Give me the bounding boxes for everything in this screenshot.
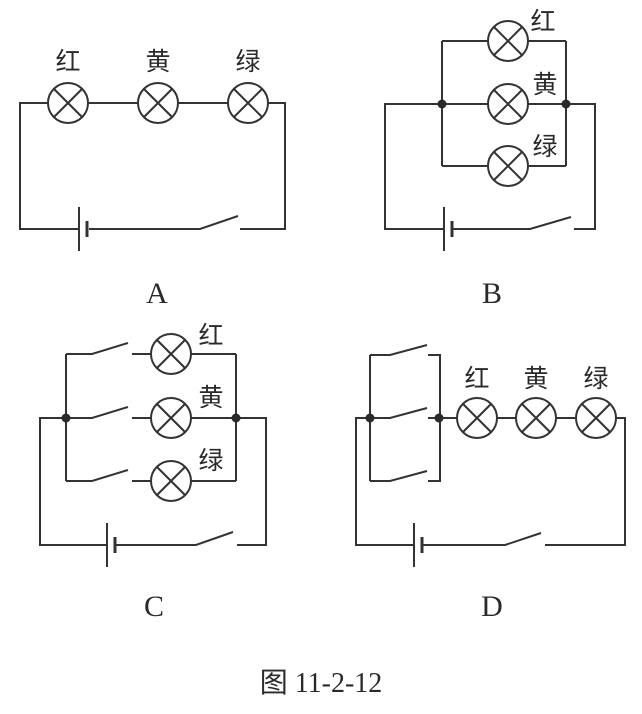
lamp-label-red: 红 — [55, 47, 80, 76]
junction-node — [437, 99, 447, 109]
junction-node — [365, 413, 375, 423]
battery-icon — [78, 207, 89, 251]
battery-icon — [443, 207, 454, 251]
lamp-label-yellow: 黄 — [145, 47, 170, 76]
lamp-yellow: 黄 — [487, 70, 558, 125]
wire — [566, 103, 596, 230]
lamp-label-red: 红 — [464, 364, 489, 393]
panel-c-wires — [39, 342, 267, 546]
junction-node — [561, 99, 571, 109]
junction-node — [434, 413, 444, 423]
lamp-green: 绿 — [487, 132, 558, 187]
panel-label-a: A — [146, 277, 168, 310]
panel-a: 红 黄 绿 A — [19, 47, 286, 310]
wire — [384, 103, 444, 230]
wire — [39, 417, 107, 546]
wire — [545, 417, 626, 546]
lamp-yellow: 黄 — [515, 364, 557, 439]
lamp-red: 红 — [487, 7, 556, 62]
panel-b-wires — [384, 40, 596, 230]
lamp-green: 绿 — [150, 446, 224, 502]
panel-label-c: C — [144, 590, 164, 623]
panel-c: 红 黄 绿 C — [39, 321, 267, 623]
panel-b: 红 黄 绿 B — [384, 7, 596, 310]
wire — [355, 417, 414, 546]
panel-d-wires — [355, 344, 626, 546]
figure-caption: 图 11-2-12 — [260, 668, 383, 699]
panel-a-wires — [19, 102, 286, 230]
junction-node — [231, 413, 241, 423]
lamp-red: 红 — [150, 321, 224, 375]
lamp-label-green: 绿 — [235, 47, 260, 76]
lamp-red: 红 — [47, 47, 89, 124]
lamp-label-green: 绿 — [198, 446, 223, 475]
lamp-yellow: 黄 — [150, 383, 224, 439]
lamp-label-yellow: 黄 — [198, 383, 223, 412]
lamp-yellow: 黄 — [137, 47, 179, 124]
wire — [236, 417, 267, 546]
lamp-label-green: 绿 — [583, 364, 608, 393]
panel-label-b: B — [482, 277, 502, 310]
battery-icon — [106, 523, 117, 567]
lamp-label-red: 红 — [198, 321, 223, 350]
panel-d: 红 黄 绿 D — [355, 344, 626, 623]
lamp-label-yellow: 黄 — [523, 364, 548, 393]
battery-icon — [413, 523, 424, 567]
junction-node — [61, 413, 71, 423]
wire — [240, 102, 286, 230]
wire — [115, 531, 234, 546]
panel-label-d: D — [481, 590, 503, 623]
wire — [422, 532, 542, 546]
lamp-green: 绿 — [575, 364, 617, 439]
wire — [19, 102, 79, 230]
lamp-label-red: 红 — [530, 7, 555, 36]
wire — [89, 215, 239, 230]
wire — [452, 216, 572, 230]
lamp-red: 红 — [456, 364, 498, 439]
lamp-label-yellow: 黄 — [532, 70, 557, 99]
lamp-green: 绿 — [227, 47, 269, 124]
lamp-label-green: 绿 — [532, 132, 557, 161]
